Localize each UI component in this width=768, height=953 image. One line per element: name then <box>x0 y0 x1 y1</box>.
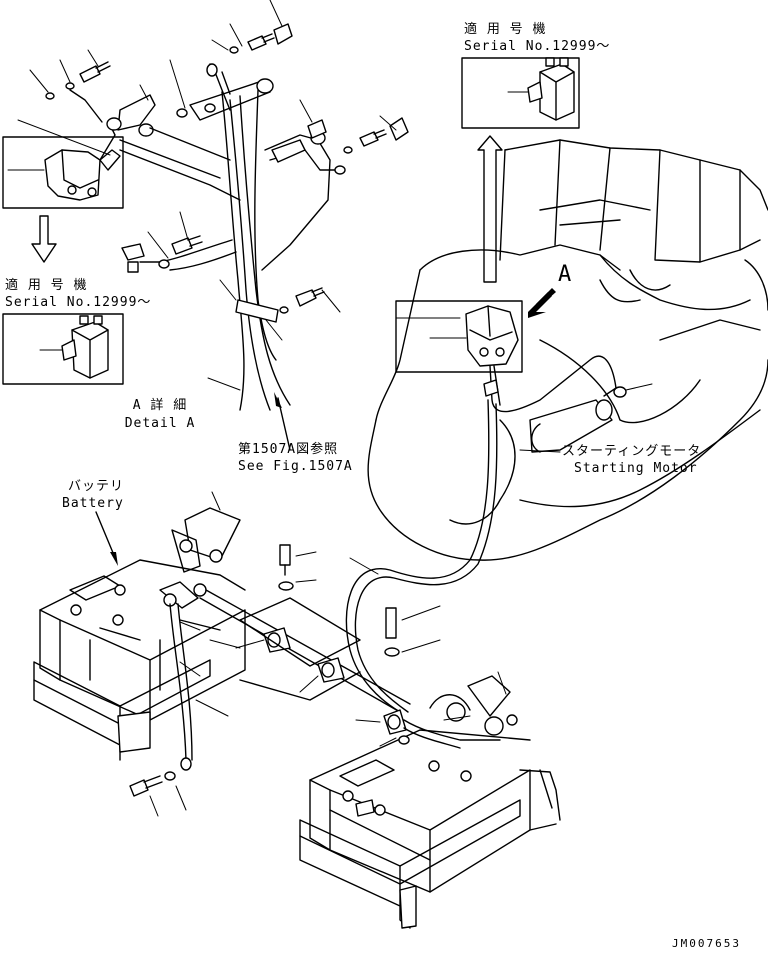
connector-icon <box>121 243 145 261</box>
starting-motor <box>529 383 653 453</box>
inset-right-frame <box>461 57 580 129</box>
arrow-icon <box>477 135 503 283</box>
reference-jp-label: 第1507A図参照 <box>238 442 339 457</box>
bolt-icon <box>359 129 387 147</box>
washer-icon <box>229 46 239 54</box>
inset-right-jp-label: 適 用 号 機 <box>464 22 547 37</box>
arrow-icon <box>31 215 57 263</box>
bolt-icon <box>295 287 325 307</box>
battery-jp-label: バッテリ <box>68 479 125 494</box>
starting-motor-en-label: Starting Motor <box>574 461 698 476</box>
bolt-icon <box>129 775 163 797</box>
battery-en-label: Battery <box>62 496 124 511</box>
bolt-icon <box>279 544 291 566</box>
inset-right-serial-label: Serial No.12999～ <box>464 39 611 54</box>
relay-icon <box>465 305 519 367</box>
callout-marker: A <box>558 262 573 287</box>
washer-icon <box>279 306 289 314</box>
washer-icon <box>65 82 75 90</box>
detail-a-assembly <box>2 0 409 451</box>
inset-left-jp-label: 適 用 号 機 <box>5 278 88 293</box>
bolt-icon <box>385 607 397 639</box>
washer-icon <box>164 771 176 781</box>
relay-icon <box>507 57 575 121</box>
relay-icon <box>44 149 121 201</box>
relay-icon <box>39 315 109 379</box>
washer-icon <box>343 146 353 154</box>
engine-block <box>367 139 768 561</box>
clamp-icon <box>483 379 499 397</box>
clamp-icon <box>271 139 306 163</box>
callout-frame <box>395 300 523 373</box>
bolt-icon <box>247 33 275 51</box>
battery-left <box>33 559 246 761</box>
inset-left-frame <box>2 313 124 385</box>
bolt-icon <box>171 235 203 255</box>
bolt-icon <box>79 61 111 83</box>
washer-icon <box>278 581 294 591</box>
washer-icon <box>384 647 400 657</box>
clamp-icon <box>235 299 279 323</box>
reference-en-label: See Fig.1507A <box>238 459 353 474</box>
terminal-cap <box>273 23 293 45</box>
washer-icon <box>45 92 55 100</box>
drawing-number: JM007653 <box>672 937 741 950</box>
inset-left-serial-label: Serial No.12999～ <box>5 295 152 310</box>
battery-right <box>299 729 561 929</box>
starting-motor-jp-label: スターティングモータ <box>562 444 702 459</box>
detail-a-subtitle: Detail A <box>124 416 196 431</box>
detail-a-title: A 詳 細 <box>132 398 188 413</box>
